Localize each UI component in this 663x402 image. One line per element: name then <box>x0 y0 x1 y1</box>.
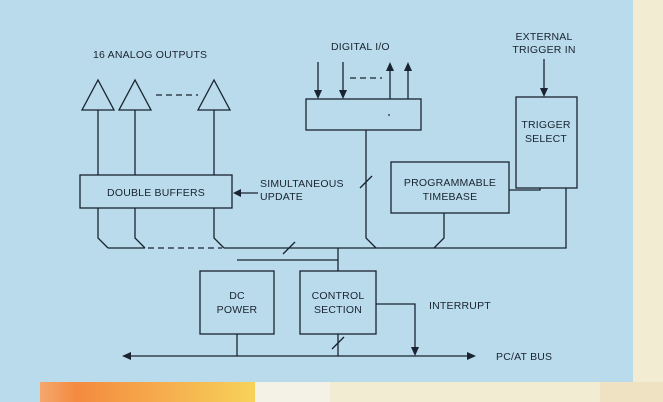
timebase-line1: PROGRAMMABLE <box>404 177 496 189</box>
digital-bus-slash <box>359 175 373 189</box>
buffer-drop-1 <box>97 208 109 249</box>
analog-outputs-label: 16 ANALOG OUTPUTS <box>93 49 207 61</box>
buffer-drop-2 <box>134 208 146 249</box>
dc-power-box <box>199 270 275 335</box>
control-section-line1: CONTROL <box>312 290 365 302</box>
arrowhead-icon <box>233 189 241 197</box>
control-section-box <box>299 270 377 335</box>
timebase-trigger-link <box>509 188 541 191</box>
arrow-down-icon <box>411 347 419 356</box>
arrow-down-icon <box>314 90 322 99</box>
double-buffers-label: DOUBLE BUFFERS <box>107 187 205 199</box>
amplifier-icon <box>80 78 116 111</box>
external-trigger-line1: EXTERNAL <box>515 31 572 43</box>
simultaneous-update-line2: UPDATE <box>260 191 303 203</box>
arrow-up-icon <box>386 62 394 71</box>
arrow-right-icon <box>467 352 476 360</box>
arrow-up-icon <box>404 62 412 71</box>
page-strip-white <box>255 382 330 402</box>
external-trigger-line2: TRIGGER IN <box>512 44 575 56</box>
digital-io-label: DIGITAL I/O <box>331 41 390 53</box>
control-bus-slash <box>331 336 345 350</box>
interrupt-line <box>376 303 416 349</box>
internal-bus-slash <box>282 241 296 255</box>
gradient-strip-left <box>0 382 40 402</box>
control-section-line2: SECTION <box>314 304 362 316</box>
trigger-select-line1: TRIGGER <box>521 119 570 131</box>
page-strip-right <box>600 382 663 402</box>
programmable-timebase-box <box>390 161 510 214</box>
double-buffers-box <box>79 174 233 209</box>
timebase-line2: TIMEBASE <box>423 191 478 203</box>
arrow-down-icon <box>540 88 548 97</box>
dc-power-line2: POWER <box>217 304 258 316</box>
amplifier-icon <box>117 78 153 111</box>
gradient-strip <box>0 382 255 402</box>
trigger-select-box <box>515 96 578 189</box>
buffer-drop-3 <box>213 208 225 249</box>
pc-at-bus-label: PC/AT BUS <box>496 351 552 363</box>
dc-power-line1: DC <box>229 290 245 302</box>
arrow-down-icon <box>339 90 347 99</box>
timebase-bus-drop <box>433 213 445 249</box>
amplifier-icon <box>196 78 232 111</box>
digital-io-bus-drop <box>365 130 377 249</box>
trigger-bus-link <box>380 188 567 249</box>
interrupt-label: INTERRUPT <box>429 300 491 312</box>
simultaneous-update-line1: SIMULTANEOUS <box>260 178 344 190</box>
digital-io-dot <box>388 114 390 116</box>
trigger-select-line2: SELECT <box>525 133 567 145</box>
digital-io-box <box>305 98 422 131</box>
arrow-left-icon <box>122 352 131 360</box>
